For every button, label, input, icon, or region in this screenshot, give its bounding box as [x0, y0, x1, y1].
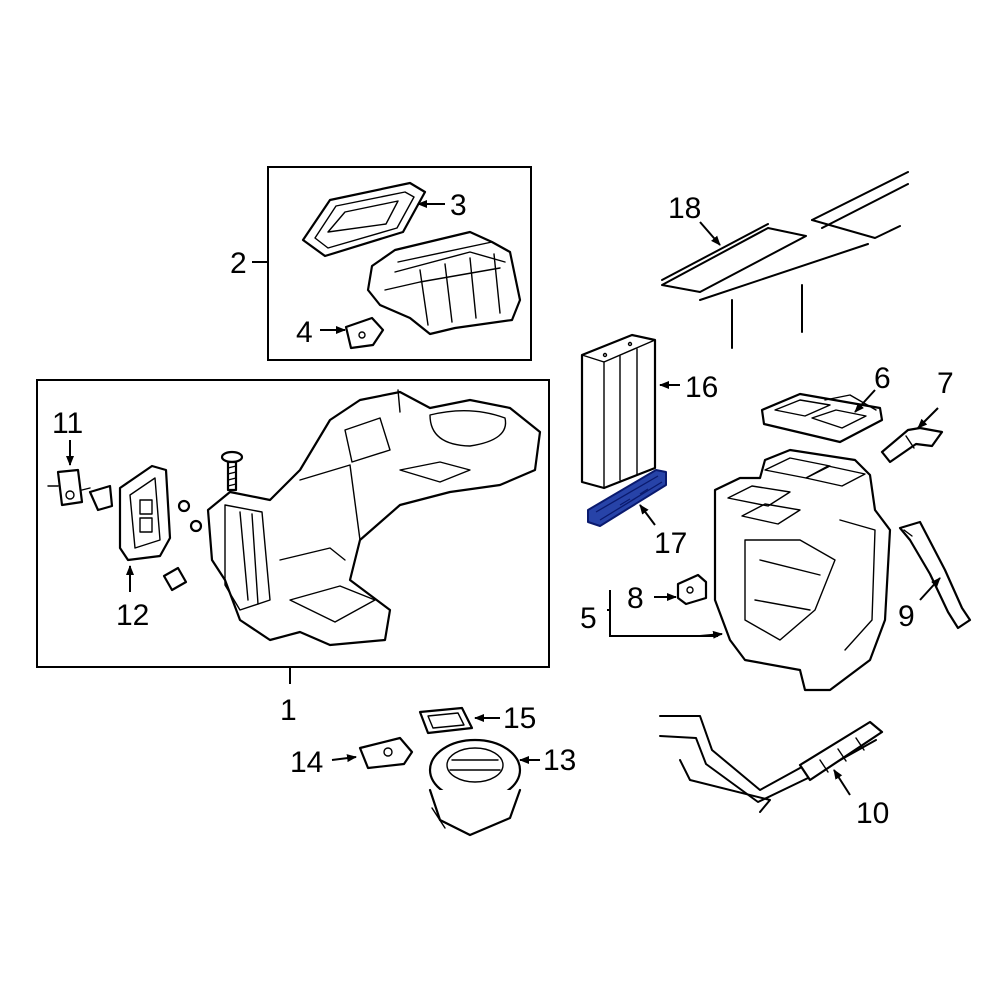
callout-13: 13 — [543, 744, 576, 777]
part-10-heater-core[interactable] — [659, 715, 884, 813]
part-7-sensor[interactable] — [880, 426, 944, 464]
part-1-hvac-case[interactable] — [206, 389, 542, 647]
callout-12: 12 — [116, 599, 149, 632]
leader-5-arrow — [699, 630, 723, 639]
callout-5: 5 — [580, 602, 597, 635]
part-6-grille[interactable] — [760, 392, 884, 444]
part-8-actuator[interactable] — [676, 573, 708, 606]
leader-14 — [331, 754, 357, 763]
group-box-1 — [36, 379, 550, 668]
part-16-cabin-filter[interactable] — [580, 333, 657, 490]
part-18-seal-frame[interactable] — [661, 171, 909, 349]
leader-9 — [919, 577, 941, 601]
callout-14: 14 — [290, 746, 323, 779]
callout-10: 10 — [856, 797, 889, 830]
callout-1: 1 — [280, 694, 297, 727]
callout-3: 3 — [450, 189, 467, 222]
group-box-2 — [267, 166, 532, 361]
callout-7: 7 — [937, 367, 954, 400]
leader-10 — [833, 769, 851, 796]
callout-15: 15 — [503, 702, 536, 735]
bolt — [220, 450, 244, 492]
callout-16: 16 — [685, 371, 718, 404]
part-15-seal[interactable] — [418, 706, 474, 735]
part-5-hvac-module[interactable] — [713, 448, 892, 692]
leader-7 — [917, 407, 939, 429]
callout-9: 9 — [898, 600, 915, 633]
washers — [162, 499, 203, 592]
part-11-expansion-valve[interactable] — [47, 468, 91, 507]
leader-6 — [854, 389, 876, 413]
bracket-5 — [607, 590, 718, 637]
callout-17: 17 — [654, 527, 687, 560]
part-9-drain-tube[interactable] — [898, 520, 972, 630]
part-2-housing[interactable] — [366, 230, 522, 336]
leader-17 — [639, 504, 656, 526]
callout-11: 11 — [52, 407, 83, 440]
small-bracket-11 — [88, 484, 114, 512]
callout-4: 4 — [296, 316, 313, 349]
callout-2: 2 — [230, 247, 247, 280]
callout-18: 18 — [668, 192, 701, 225]
part-14-resistor[interactable] — [358, 736, 414, 770]
callout-6: 6 — [874, 362, 891, 395]
part-13-blower-motor[interactable] — [428, 738, 522, 837]
part-4-clip[interactable] — [344, 316, 385, 350]
callout-8: 8 — [627, 582, 644, 615]
part-12-gasket[interactable] — [118, 464, 172, 562]
leader-18 — [699, 221, 721, 246]
part-3-cover[interactable] — [301, 181, 427, 258]
part-17-filter-door-highlighted[interactable] — [587, 469, 667, 527]
